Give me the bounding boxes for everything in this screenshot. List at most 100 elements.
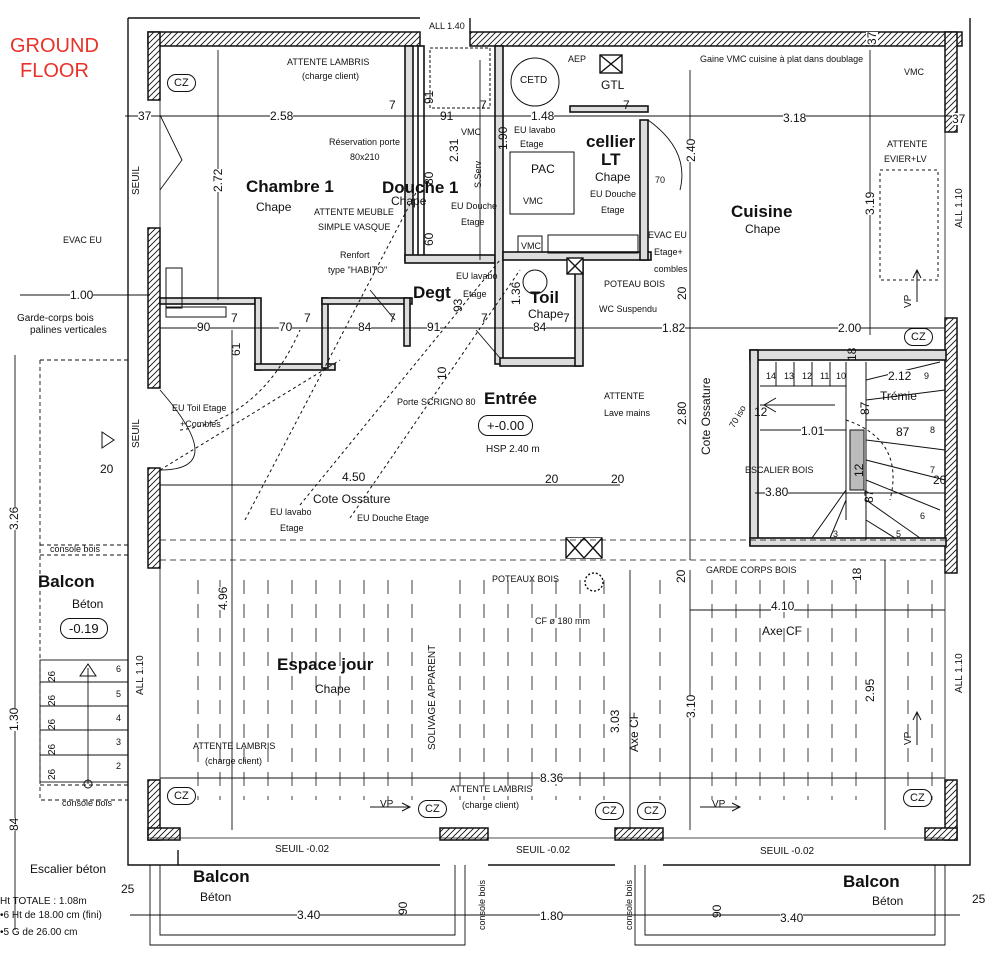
seuil-b2: SEUIL -0.02 bbox=[516, 845, 571, 856]
cz-badge: CZ bbox=[167, 74, 196, 92]
dim-340a: 3.40 bbox=[297, 908, 321, 922]
label-cote-ossature-h: Cote Ossature bbox=[313, 492, 391, 506]
note-escalier-beton-4: •5 G de 26.00 cm bbox=[0, 927, 78, 938]
note-lambris-bc-1: ATTENTE LAMBRIS bbox=[450, 784, 533, 794]
entree-hsp: HSP 2.40 m bbox=[486, 444, 540, 455]
step-num: 5 bbox=[116, 689, 122, 699]
label-cote-ossature-v: Cote Ossature bbox=[699, 377, 713, 455]
dim-91c: 91 bbox=[427, 320, 441, 334]
dim-7g: 7 bbox=[481, 311, 488, 325]
room-entree-name: Entrée bbox=[484, 389, 537, 408]
dim-37c: 37 bbox=[865, 31, 879, 45]
note-attente-lave-2: Lave mains bbox=[604, 408, 651, 418]
label-cetd: CETD bbox=[520, 75, 548, 86]
balcon-bl-sub: Béton bbox=[200, 890, 232, 904]
dim-319: 3.19 bbox=[863, 191, 877, 215]
dim-84c: 84 bbox=[7, 817, 21, 831]
note-eu-toil-2: +Combles bbox=[180, 419, 221, 429]
dim-20b: 20 bbox=[545, 472, 559, 486]
dim-240: 2.40 bbox=[684, 138, 698, 162]
note-console-bois-1: console bois bbox=[50, 544, 101, 554]
room-chambre-name: Chambre 1 bbox=[246, 177, 334, 196]
dim-80: 80 bbox=[422, 171, 436, 185]
dim-340b: 3.40 bbox=[780, 911, 804, 925]
staircase bbox=[760, 361, 946, 540]
note-cf: CF ø 180 mm bbox=[535, 616, 591, 626]
stair-num: 10 bbox=[836, 371, 847, 381]
note-evac-eu-cellier-2: Etage+ bbox=[654, 247, 683, 257]
dim-200: 2.00 bbox=[838, 321, 862, 335]
dim-20f: 20 bbox=[933, 473, 947, 487]
stair-num: 6 bbox=[920, 511, 926, 521]
room-chambre-sub: Chape bbox=[256, 200, 292, 214]
stair-num: 7 bbox=[930, 465, 936, 475]
note-poteaux-bois: POTEAUX BOIS bbox=[492, 574, 560, 584]
entree-level: +-0.00 bbox=[478, 415, 534, 436]
dim-20c: 20 bbox=[611, 472, 625, 486]
room-espace-sub: Chape bbox=[315, 682, 351, 696]
dim-20e: 20 bbox=[674, 569, 688, 583]
dim-7b: 7 bbox=[480, 98, 487, 112]
dim-87c: 87 bbox=[862, 489, 876, 503]
dim-7e: 7 bbox=[304, 311, 311, 325]
dim-91b: 91 bbox=[440, 109, 454, 123]
dim-10: 10 bbox=[435, 366, 449, 380]
dim-90c: 90 bbox=[710, 904, 724, 918]
label-aep: AEP bbox=[568, 54, 587, 64]
note-lambris-top-2: (charge client) bbox=[302, 71, 360, 81]
balcon-left-sub: Béton bbox=[72, 597, 104, 611]
left-balcony bbox=[39, 359, 129, 801]
dim-100: 1.00 bbox=[70, 288, 94, 302]
seuil-b1: SEUIL -0.02 bbox=[275, 844, 330, 855]
note-console-bois-4: console bois bbox=[624, 879, 634, 930]
room-cuisine-name: Cuisine bbox=[731, 202, 793, 221]
note-console-bois-3: console bois bbox=[477, 879, 487, 930]
label-pac: PAC bbox=[531, 162, 555, 176]
note-s-serv: S.Serv bbox=[473, 160, 483, 188]
seuil-left-top: SEUIL bbox=[131, 166, 142, 195]
note-escalier-beton-3: •6 Ht de 18.00 cm (fini) bbox=[0, 910, 102, 921]
note-renfort-2: type "HABITO" bbox=[328, 265, 388, 275]
cz-badge: CZ bbox=[904, 328, 933, 346]
dim-25b: 25 bbox=[972, 892, 986, 906]
dim-90a: 90 bbox=[197, 320, 211, 334]
note-eu-lavabo-1: EU lavabo bbox=[514, 125, 556, 135]
dim-450: 4.50 bbox=[342, 470, 366, 484]
dim-148: 1.48 bbox=[531, 109, 555, 123]
room-cellier-sub: Chape bbox=[595, 170, 631, 184]
room-toil-name: Toil bbox=[530, 288, 559, 307]
page-title: GROUND FLOOR bbox=[10, 34, 99, 84]
dim-496: 4.96 bbox=[216, 586, 230, 610]
note-eu-douche-1: EU Douche bbox=[451, 201, 498, 211]
note-reservation-2: 80x210 bbox=[350, 152, 380, 162]
dim-84a: 84 bbox=[358, 320, 372, 334]
all-right-bot: ALL 1.10 bbox=[954, 653, 965, 693]
note-garde-corps-bois: GARDE CORPS BOIS bbox=[706, 565, 797, 575]
note-eu-douche-cellier-2: Etage bbox=[601, 205, 625, 215]
room-douche-sub: Chape bbox=[391, 194, 427, 208]
vp-label: VP bbox=[380, 799, 394, 810]
dim-7a: 7 bbox=[389, 98, 396, 112]
dim-410: 4.10 bbox=[771, 599, 795, 613]
dim-310: 3.10 bbox=[684, 694, 698, 718]
dim-326: 3.26 bbox=[7, 506, 21, 530]
vp-label: VP bbox=[903, 294, 914, 308]
dim-90b: 90 bbox=[396, 901, 410, 915]
balcon-br-name: Balcon bbox=[843, 872, 900, 891]
dim-212: 2.12 bbox=[888, 369, 912, 383]
bottom-balconies bbox=[149, 865, 946, 946]
tread-26: 26 bbox=[47, 718, 58, 730]
all-left: ALL 1.10 bbox=[135, 655, 146, 695]
note-garde-corps-1: Garde-corps bois bbox=[17, 313, 94, 324]
note-console-bois-2: console bois bbox=[62, 798, 113, 808]
note-attente-meuble-2: SIMPLE VASQUE bbox=[318, 222, 391, 232]
all-right-top: ALL 1.10 bbox=[954, 188, 965, 228]
dim-180: 1.80 bbox=[540, 909, 564, 923]
dim-7d: 7 bbox=[231, 311, 238, 325]
dim-7c: 7 bbox=[623, 98, 630, 112]
dim-318: 3.18 bbox=[783, 111, 807, 125]
note-gaine: Gaine VMC cuisine à plat dans doublage bbox=[700, 54, 864, 64]
dim-380: 3.80 bbox=[765, 485, 789, 499]
label-axe-cf-v: Axe CF bbox=[627, 711, 641, 752]
label-axe-cf-h: Axe CF bbox=[762, 624, 803, 638]
